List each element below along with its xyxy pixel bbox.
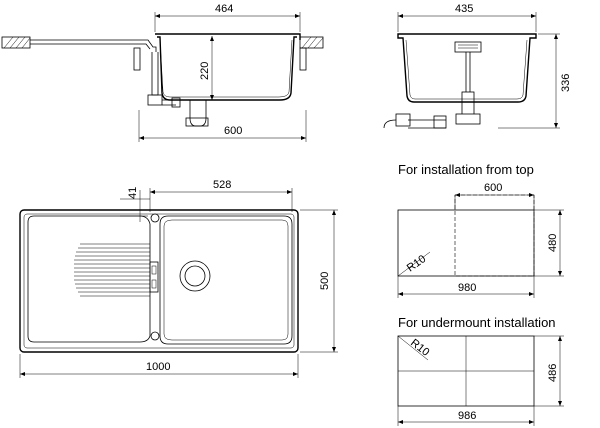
cutout-undermount: For undermount installation 486 986 R10: [397, 315, 564, 426]
cutout-top-radius: R10: [405, 253, 428, 274]
top-plan-view: 528 41 500 1000: [19, 179, 338, 378]
dim-side-height: 336: [560, 74, 572, 92]
front-section-view: 464 220 600: [1, 3, 324, 142]
dim-top-offset: 41: [127, 187, 139, 199]
cutout-top-height: 480: [547, 234, 559, 252]
cutout-top-width: 980: [458, 282, 476, 294]
cutout-under-heading: For undermount installation: [398, 315, 556, 330]
dim-side-width: 435: [455, 3, 473, 15]
side-section-view: 435 336: [383, 3, 572, 129]
dim-top-overall-width: 1000: [146, 361, 170, 373]
cutout-top-install: For installation from top 600 480 980 R1…: [397, 162, 564, 298]
dim-front-depth: 220: [199, 62, 211, 80]
dim-top-bowl-width: 528: [213, 179, 231, 191]
cutout-under-width: 986: [458, 410, 476, 422]
dim-front-overall: 600: [224, 125, 242, 137]
dim-top-overall-depth: 500: [319, 272, 331, 290]
cutout-under-height: 486: [547, 364, 559, 382]
cutout-top-inner: 600: [484, 182, 502, 194]
dim-front-width: 464: [215, 3, 233, 15]
cutout-top-heading: For installation from top: [398, 162, 534, 177]
cutout-under-radius: R10: [408, 337, 431, 359]
